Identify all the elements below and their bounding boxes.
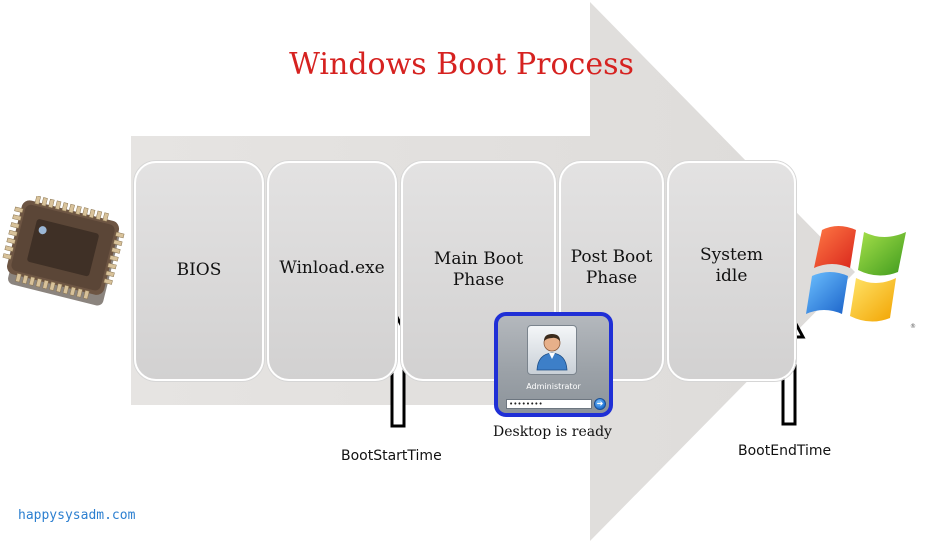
boot-end-label: BootEndTime <box>738 443 832 459</box>
stage-label: Post Boot Phase <box>570 247 653 288</box>
windows-logo-icon: ® <box>806 226 916 330</box>
stage-label: BIOS <box>176 260 222 280</box>
stage-label: Winload.exe <box>279 258 385 278</box>
site-link[interactable]: happysysadm.com <box>18 508 136 523</box>
stage-system-idle: System idle <box>667 161 796 381</box>
password-field[interactable]: •••••••• <box>506 399 592 409</box>
boot-start-label: BootStartTime <box>341 448 442 464</box>
login-arrow-icon[interactable]: ➜ <box>594 398 606 410</box>
page-title: Windows Boot Process <box>0 47 931 82</box>
stage-bios: BIOS <box>134 161 264 381</box>
stage-post-boot: Post Boot Phase <box>559 161 664 381</box>
svg-text:®: ® <box>910 323 916 330</box>
bios-chip-icon <box>2 196 125 306</box>
stage-label: Main Boot Phase <box>433 249 524 290</box>
stage-winload: Winload.exe <box>267 161 397 381</box>
administrator-avatar-icon <box>527 325 577 375</box>
desktop-ready-label: Desktop is ready <box>493 424 612 440</box>
stage-main-boot: Main Boot Phase <box>401 161 556 381</box>
login-screen: Administrator •••••••• ➜ <box>494 312 613 417</box>
username-label: Administrator <box>526 382 581 391</box>
title-text: Windows Boot Process <box>289 47 634 82</box>
stage-label: System idle <box>700 245 763 286</box>
